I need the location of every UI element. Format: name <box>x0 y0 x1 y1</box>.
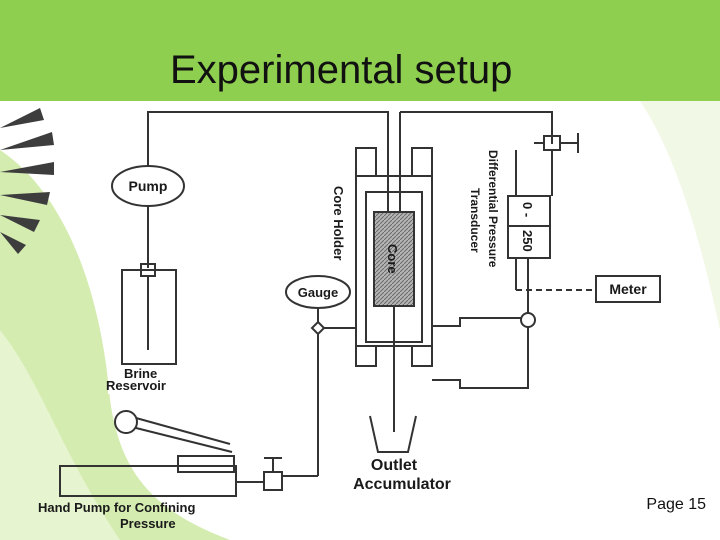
page-number: Page 15 <box>646 496 706 513</box>
brine-reservoir-label-line1: Brine <box>124 366 157 381</box>
core-holder-top-right <box>411 147 433 176</box>
sunburst-icon <box>0 108 54 254</box>
hand-pump-body <box>59 465 237 497</box>
core-holder-to-transducer-line <box>432 317 528 327</box>
confining-valve <box>263 471 283 491</box>
core-holder-bottom-left <box>355 346 377 367</box>
title-bar: Experimental setup <box>0 0 720 101</box>
gauge-junction <box>310 320 326 336</box>
meter-label: Meter <box>609 281 647 297</box>
outlet-accumulator-label-line1: Outlet <box>371 457 418 474</box>
confining-return-line <box>432 324 529 389</box>
meter-box <box>595 275 661 303</box>
transducer-label-line2: Transducer <box>468 188 482 253</box>
outlet-accumulator-label-line2: Accumulator <box>353 476 451 493</box>
outlet-accumulator-cup <box>369 415 417 453</box>
hand-pump-lever-2 <box>135 417 231 445</box>
slide-title: Experimental setup <box>170 48 513 92</box>
transducer-label-line1: Differential Pressure <box>486 150 500 268</box>
hand-pump-cylinder <box>177 455 235 473</box>
core-sample <box>373 211 415 307</box>
pump-label: Pump <box>129 178 168 194</box>
pump-line <box>147 111 389 168</box>
hand-pump-lever <box>127 425 233 453</box>
background-swoosh-light <box>0 330 120 540</box>
brine-reservoir <box>121 269 177 365</box>
background-swoosh-right <box>640 101 720 330</box>
hand-pump-label-line1: Hand Pump for Confining <box>38 500 195 515</box>
transducer-junction <box>520 312 536 328</box>
core-holder-bottom-right <box>411 346 433 367</box>
hand-pump-label-line2: Pressure <box>120 516 176 531</box>
gauge-ellipse <box>285 275 351 309</box>
hand-pump-knob <box>114 410 138 434</box>
core-holder-top-left <box>355 147 377 176</box>
transducer-range-a: 0 - <box>520 202 535 217</box>
transducer-top-line <box>400 111 553 144</box>
gauge-label: Gauge <box>298 285 338 300</box>
core-label: Core <box>385 244 400 274</box>
brine-reservoir-label-line2: Reservoir <box>106 378 166 393</box>
pump-ellipse <box>111 165 185 207</box>
core-holder-label: Core Holder <box>331 186 346 260</box>
transducer-range-b: 250 <box>520 230 535 252</box>
